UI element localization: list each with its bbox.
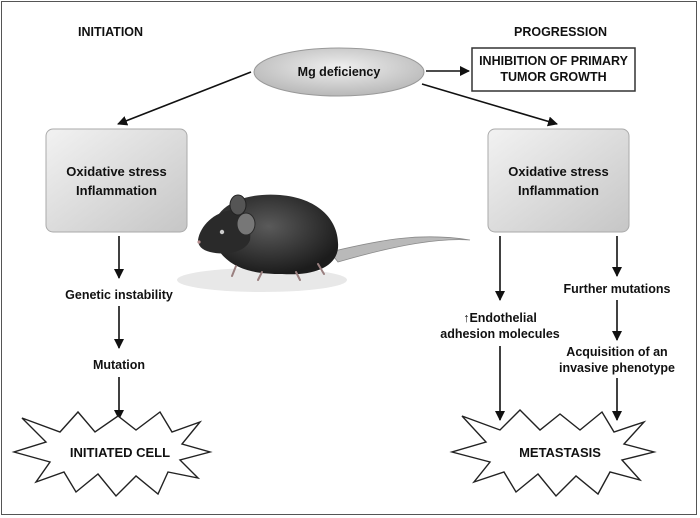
invasive-line1: Acquisition of an — [566, 345, 668, 359]
inhibition-box — [471, 47, 636, 92]
mg-deficiency-label: Mg deficiency — [297, 65, 381, 79]
left-process-box — [45, 128, 188, 233]
initiated-cell-label: INITIATED CELL — [69, 445, 171, 460]
initiation-header: INITIATION — [78, 25, 144, 39]
inhibition-line2: TUMOR GROWTH — [500, 70, 607, 84]
metastasis-label: METASTASIS — [519, 445, 601, 460]
mutation-label: Mutation — [92, 358, 146, 372]
right-process-box — [487, 128, 630, 233]
endothelial-line2: adhesion molecules — [440, 327, 560, 341]
right-box-line1: Oxidative stress — [508, 164, 609, 179]
arrow-ellipse-to-right-box — [421, 83, 558, 127]
genetic-instability-label: Genetic instability — [65, 288, 173, 302]
metastasis-starburst — [449, 409, 657, 498]
endothelial-text: Endothelial — [469, 311, 537, 325]
mg-deficiency-ellipse — [253, 47, 425, 97]
endothelial-line1: ↑Endothelial — [440, 310, 560, 326]
further-mutations-label: Further mutations — [563, 282, 671, 296]
initiated-cell-starburst — [11, 410, 213, 498]
left-box-line1: Oxidative stress — [66, 164, 167, 179]
up-arrow-icon: ↑ — [463, 311, 470, 325]
left-box-line2: Inflammation — [76, 183, 157, 198]
progression-header: PROGRESSION — [514, 25, 608, 39]
inhibition-line1: INHIBITION OF PRIMARY — [479, 54, 628, 68]
arrow-ellipse-to-left-box — [117, 71, 252, 126]
invasive-line2: invasive phenotype — [558, 361, 675, 375]
mouse-illustration — [177, 194, 471, 292]
right-box-line2: Inflammation — [518, 183, 599, 198]
